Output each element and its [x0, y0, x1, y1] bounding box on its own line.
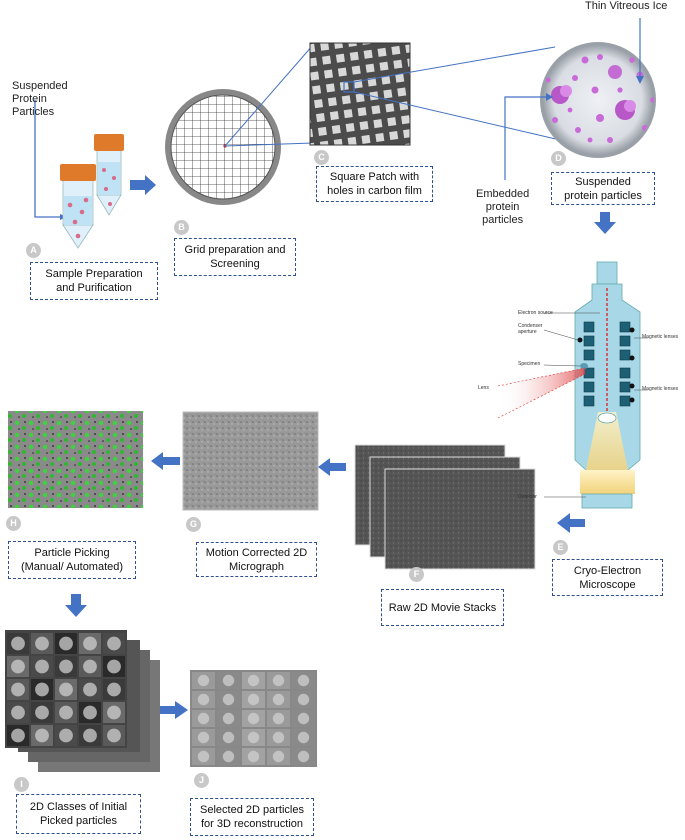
step-badge-a: A: [26, 243, 41, 258]
step-b-label-box: Grid preparation and Screening: [174, 238, 296, 276]
vitreous-ice-illustration: [504, 18, 656, 180]
step-c-label-box: Square Patch with holes in carbon film: [316, 166, 433, 202]
selected-2d-particles-illustration: [190, 670, 317, 767]
em-grid-illustration: [165, 44, 314, 205]
magnetic-lenses-label-2: Magnetic lenses: [642, 386, 679, 392]
suspended-protein-label: Suspended Protein Particles: [12, 80, 68, 118]
step-g-label-box: Motion Corrected 2D Micrograph: [196, 542, 317, 577]
step-badge-b: B: [174, 220, 189, 235]
step-i-label-box: 2D Classes of Initial Picked particles: [16, 794, 141, 834]
electron-source-label: Electron source: [518, 310, 553, 316]
step-badge-c: C: [314, 150, 329, 165]
step-badge-e: E: [553, 540, 568, 555]
step-d-label-box: Suspended protein particles: [551, 172, 655, 205]
step-j-label-box: Selected 2D particles for 3D reconstruct…: [190, 798, 314, 836]
step-badge-f: F: [409, 567, 424, 582]
embedded-particles-label: Embedded protein particles: [476, 188, 530, 226]
magnetic-lenses-label-1: Magnetic lenses: [642, 334, 679, 340]
step-f-label-box: Raw 2D Movie Stacks: [381, 589, 504, 626]
step-badge-d: D: [551, 151, 566, 166]
initial-2d-classes-illustration: [5, 630, 160, 772]
step-badge-g: G: [186, 517, 201, 532]
sample-tubes-illustration: [34, 100, 124, 249]
step-a-label-box: Sample Preparation and Purification: [30, 262, 158, 300]
step-e-label-box: Cryo-Electron Microscope: [552, 559, 663, 596]
thin-ice-label: Thin Vitreous Ice: [585, 0, 668, 12]
lens-label: Lens: [478, 385, 489, 391]
step-badge-j: J: [194, 773, 209, 788]
step-badge-i: I: [14, 777, 29, 792]
flow-arrows: [65, 175, 616, 719]
step-badge-h: H: [6, 516, 21, 531]
raw-movie-stacks-illustration: [354, 444, 536, 570]
particle-picking-image: [8, 411, 143, 508]
detector-label: Detector: [518, 494, 537, 500]
cryo-em-microscope-illustration: [497, 261, 648, 509]
condenser-aperture-label: Condenser aperture: [518, 323, 543, 335]
motion-corrected-micrograph-image: [182, 411, 319, 511]
step-h-label-box: Particle Picking (Manual/ Automated): [8, 541, 136, 579]
square-patch-illustration: [309, 42, 561, 146]
specimen-label: Specimen: [518, 361, 541, 367]
